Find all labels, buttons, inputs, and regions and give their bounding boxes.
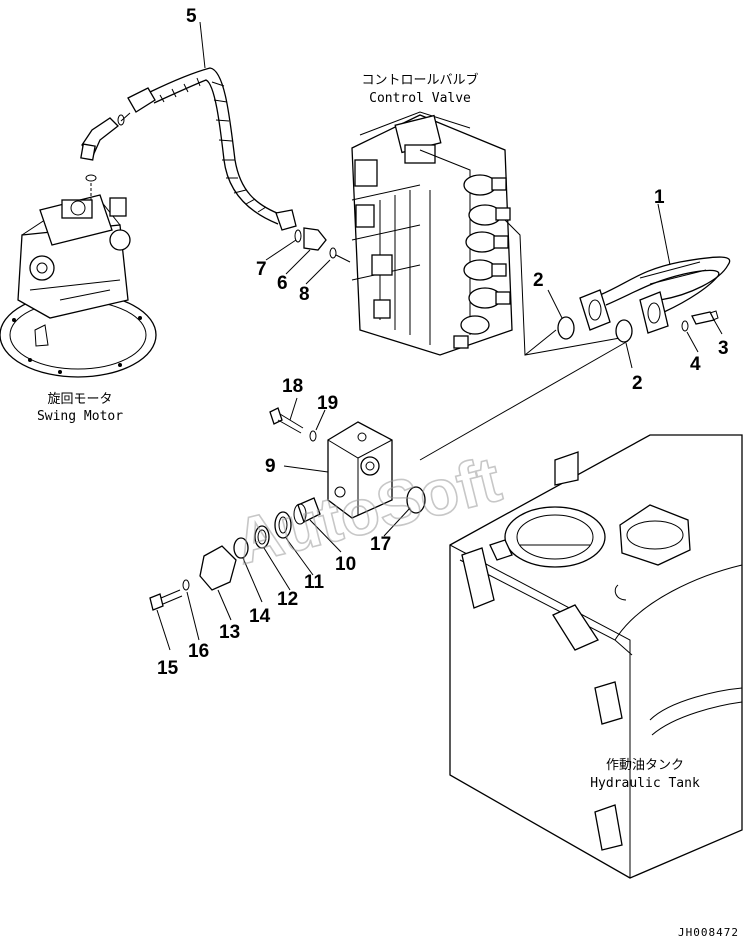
callout-5: 5 bbox=[186, 6, 197, 27]
callout-18: 18 bbox=[282, 376, 303, 397]
washer-19 bbox=[309, 430, 317, 442]
hydraulic-tank-label-jp: 作動油タンク bbox=[606, 758, 684, 773]
callout-10: 10 bbox=[335, 554, 356, 575]
drawing-code: JH008472 bbox=[678, 926, 739, 939]
valve-block-9 bbox=[327, 421, 393, 519]
callout-13: 13 bbox=[219, 622, 240, 643]
swing-motor-label-en: Swing Motor bbox=[37, 409, 123, 424]
callout-2-upper: 2 bbox=[533, 270, 544, 291]
pipe-1 bbox=[579, 256, 731, 334]
callout-17: 17 bbox=[370, 534, 391, 555]
callout-14: 14 bbox=[249, 606, 271, 627]
swing-motor-label-jp: 旋回モータ bbox=[47, 392, 112, 407]
callout-15: 15 bbox=[157, 658, 179, 679]
control-valve-label-en: Control Valve bbox=[369, 91, 471, 106]
o-rings-2 bbox=[419, 316, 633, 461]
bolt-18 bbox=[269, 407, 304, 434]
parts-10-to-16 bbox=[149, 497, 321, 611]
callout-11: 11 bbox=[304, 572, 325, 593]
callout-1: 1 bbox=[654, 187, 665, 208]
swing-motor bbox=[0, 194, 157, 378]
callout-2-lower: 2 bbox=[632, 373, 643, 394]
hydraulic-tank bbox=[449, 434, 743, 879]
callout-6: 6 bbox=[277, 273, 288, 294]
callout-3: 3 bbox=[718, 338, 729, 359]
callout-19: 19 bbox=[317, 393, 338, 414]
o-ring-17 bbox=[406, 486, 426, 514]
leader-lines bbox=[156, 21, 723, 651]
control-valve bbox=[351, 111, 621, 356]
callout-4: 4 bbox=[690, 354, 701, 375]
callout-12: 12 bbox=[277, 589, 298, 610]
callout-16: 16 bbox=[188, 641, 209, 662]
hose-5 bbox=[127, 67, 297, 231]
fittings-6-7-8 bbox=[294, 227, 351, 263]
control-valve-label-jp: コントロールバルブ bbox=[361, 72, 478, 88]
valve-spools bbox=[453, 174, 511, 349]
hydraulic-tank-label-en: Hydraulic Tank bbox=[590, 776, 700, 791]
elbow-fitting bbox=[80, 112, 131, 200]
callout-8: 8 bbox=[299, 284, 310, 305]
callout-7: 7 bbox=[256, 259, 267, 280]
callout-9: 9 bbox=[265, 456, 276, 477]
